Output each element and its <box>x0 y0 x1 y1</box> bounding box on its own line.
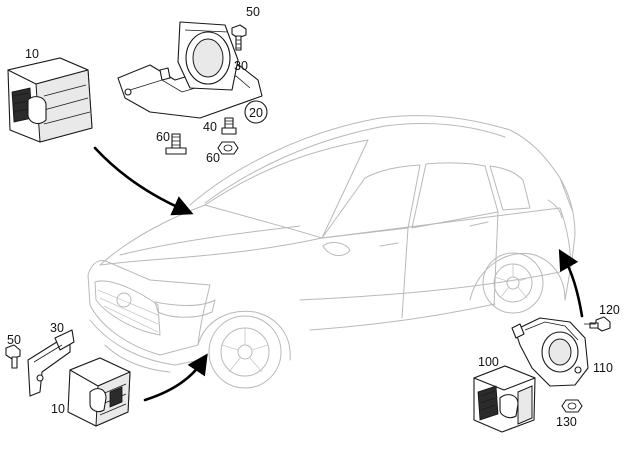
arrow-left-sensor <box>143 353 208 402</box>
sensor-unit-top-left <box>7 57 93 143</box>
label-top-bolt: 50 <box>246 5 260 19</box>
label-top-screw: 60 <box>156 130 170 144</box>
nut-top <box>217 141 239 155</box>
label-top-circle-ref: 20 <box>249 106 263 120</box>
label-right-bolt: 120 <box>599 303 620 317</box>
label-top-stud: 40 <box>203 120 217 134</box>
sensor-unit-left <box>67 357 131 427</box>
label-top-nut: 60 <box>206 151 220 165</box>
bracket-right <box>511 317 589 387</box>
arrow-front-sensor <box>93 146 194 216</box>
bolt-left <box>5 344 21 369</box>
label-right-sensor: 100 <box>478 355 499 369</box>
nut-right <box>561 399 583 413</box>
pointer-arrows <box>93 146 584 402</box>
label-top-left-sensor: 10 <box>25 47 39 61</box>
arrow-rear-sensor <box>558 248 584 318</box>
sensor-unit-right <box>473 365 536 433</box>
label-left-bracket: 30 <box>50 321 64 335</box>
reference-circle-20 <box>244 100 268 124</box>
label-left-bolt: 50 <box>7 333 21 347</box>
mounting-bracket-top <box>117 21 263 119</box>
bracket-left <box>27 329 75 397</box>
vehicle-outline <box>87 115 576 389</box>
callout-labels: 10 50 30 20 40 60 60 50 30 10 120 100 11… <box>7 5 620 429</box>
bolt-top <box>231 24 247 51</box>
label-top-bracket: 30 <box>234 59 248 73</box>
label-right-nut: 130 <box>556 415 577 429</box>
bolt-right <box>584 316 611 332</box>
screw-top <box>165 133 187 155</box>
label-right-bracket: 110 <box>593 361 613 375</box>
label-left-sensor: 10 <box>51 402 65 416</box>
stud-top <box>221 117 237 135</box>
